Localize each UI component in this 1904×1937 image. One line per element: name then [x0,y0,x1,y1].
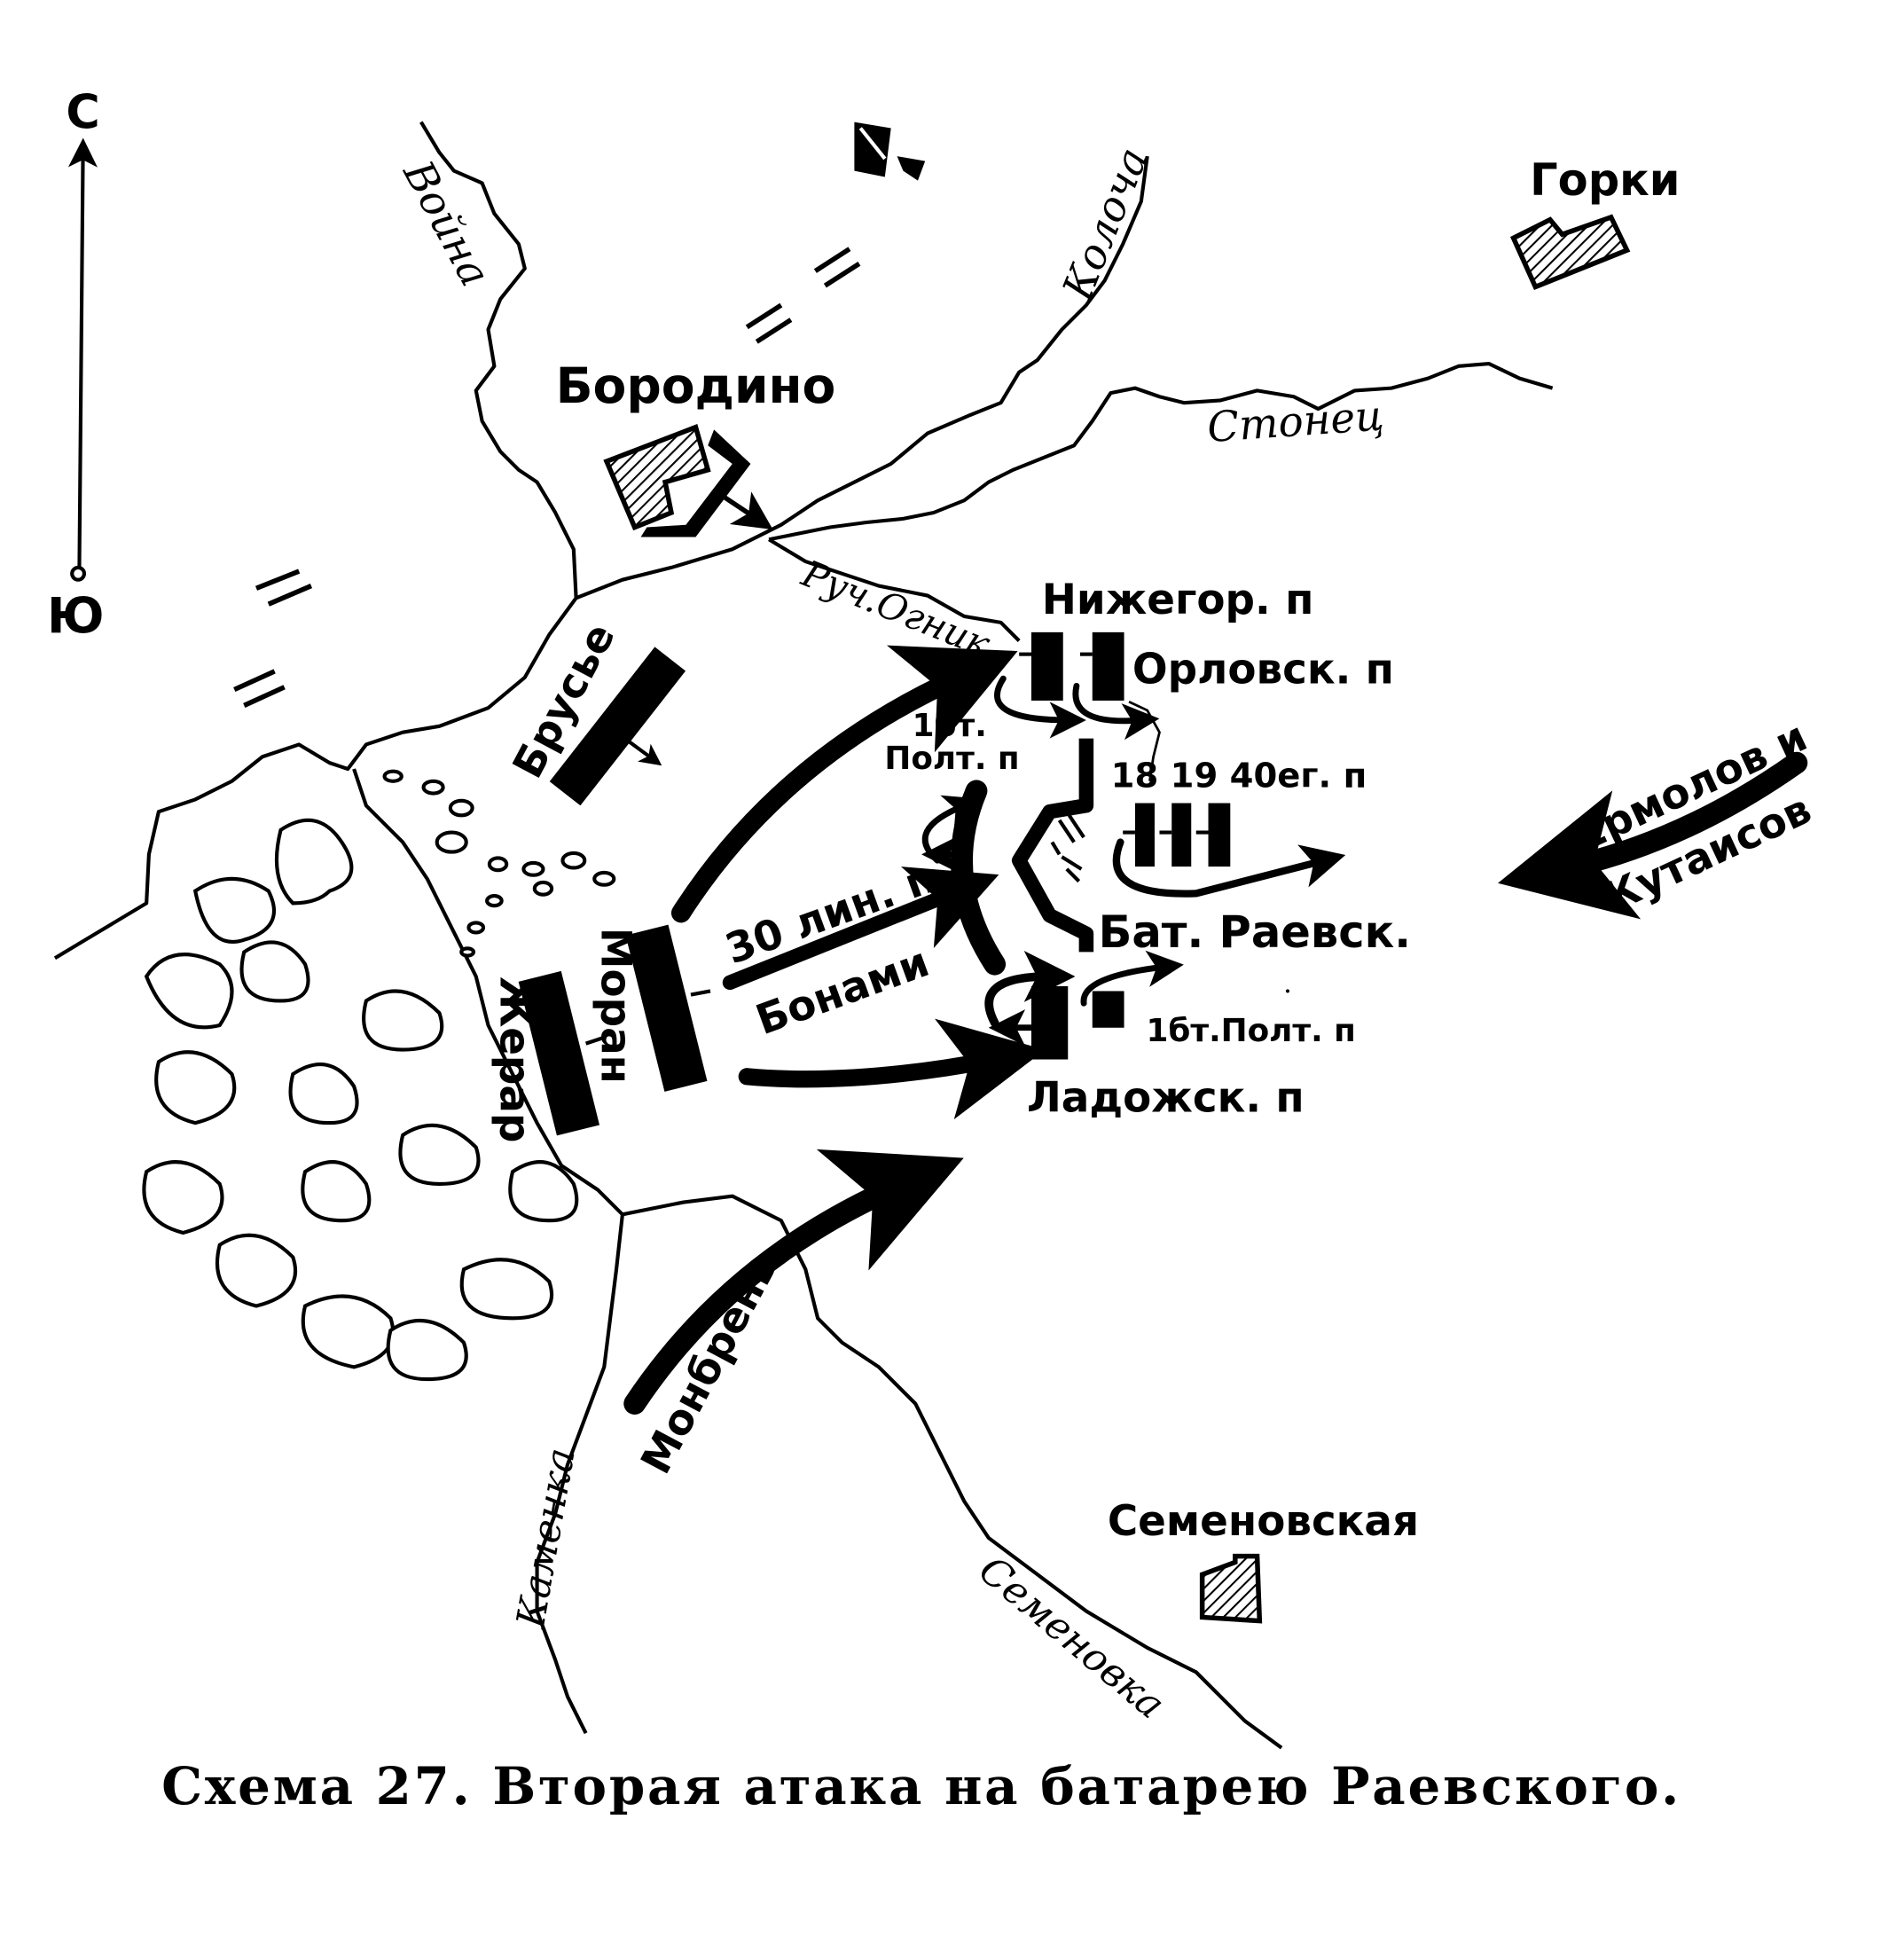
compass-south-label: Ю [47,587,105,644]
unit-18eg [1134,803,1155,867]
attack-arrow-south [738,1018,1046,1120]
unit-label-ladozhsk: Ладожск. п [1027,1075,1305,1123]
river-ognik [767,537,1021,642]
attack-arrow-center [722,867,999,991]
village-borodino: Бородино [556,357,836,537]
unit-zherar [518,970,600,1136]
unit-label-orlovsk: Орловск. п [1132,647,1394,694]
russian-units: Нижегор. п Орловск. п 1бт. Полт. п 18 19… [884,576,1818,1122]
unit-moran [625,924,708,1092]
unit-label-nizhegor: Нижегор. п [1042,576,1314,624]
counterattack-arrow-ermolov [1498,751,1808,920]
unit-label-eger: 18 19 40ег. п [1111,757,1367,796]
rivers [53,121,1554,1750]
village-label-borodino: Бородино [556,357,836,414]
unit-label-zherar: Жерар [490,976,537,1143]
unit-label-1bt-polt: 1бт.Полт. п [1147,1013,1356,1049]
compass-north-label: С [66,86,99,140]
village-gorki: Горки [1509,154,1681,290]
building-north [854,122,926,181]
unit-orlovsk [1092,631,1124,701]
unit-ladozhsk [1030,985,1069,1060]
map-caption: Схема 27. Вторая атака на батарею Раевск… [161,1756,1681,1816]
cavalry-marks [233,247,861,708]
unit-brusye [549,647,686,806]
river-voyna [419,121,578,599]
cannon-icon [1050,814,1085,883]
unit-40eg [1208,803,1231,867]
unit-label-1bt: 1бт. [913,708,987,744]
unit-poltava-arc [951,780,1007,976]
compass: С Ю [47,86,105,644]
raevsky-battery-redoubt [1011,738,1094,953]
unit-label-moran: Моран [592,928,639,1084]
unit-label-polt: Полт. п [884,741,1019,777]
unit-1bt-polt [1092,991,1124,1028]
river-stonets [768,362,1554,542]
attack-arrow-north [670,645,1018,923]
village-semenovskaya: Семеновская [1108,1498,1419,1624]
river-label-stonets: Стонец [1206,392,1386,452]
unit-label-battery: Бат. Раевск. [1099,906,1411,958]
north-arrow-icon [67,137,98,568]
unit-19eg [1171,803,1192,867]
forest [142,769,616,1382]
river-semenovka [622,1194,1283,1750]
river-label-voyna: Война [393,153,498,294]
river-label-kamenka: Каменка [508,1445,584,1632]
river-kamenka [352,768,624,1735]
village-label-semenovskaya: Семеновская [1108,1498,1419,1546]
unit-nizhegor [1030,631,1063,701]
river-label-kolocha: Колоча [1054,141,1158,307]
river-label-ognik: Руч.Огник [795,552,997,666]
village-label-gorki: Горки [1530,154,1680,206]
attack-arrow-monbren [623,1149,964,1415]
river-kolocha [53,155,1149,961]
river-label-semenovka: Семеновка [970,1548,1173,1729]
